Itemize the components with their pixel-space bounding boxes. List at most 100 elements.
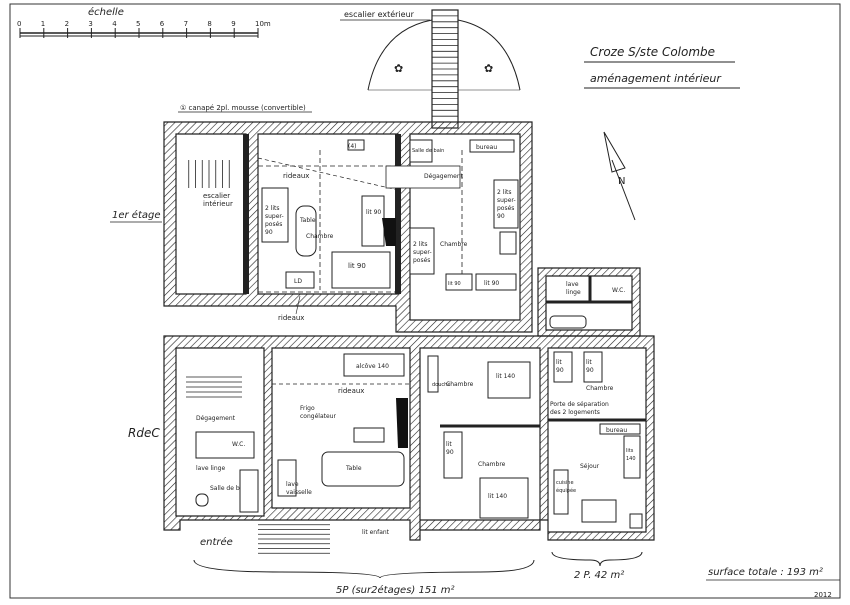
scale-tick-label: 1 [41, 20, 45, 28]
svg-text:lit 90: lit 90 [484, 280, 499, 287]
svg-text:Frigo: Frigo [300, 405, 315, 412]
svg-text:lave linge: lave linge [196, 465, 225, 472]
plant-icon: ✿ [484, 62, 493, 75]
sofa-note: ① canapé 2pl. mousse (convertible) [180, 104, 306, 112]
exterior-stair-label: escalier extérieur [344, 9, 415, 19]
interior-stair [188, 160, 230, 188]
svg-text:2 lits: 2 lits [265, 205, 280, 212]
table-label: Table [345, 465, 362, 472]
svg-text:W.C.: W.C. [232, 441, 245, 448]
svg-text:lit enfant: lit enfant [362, 529, 390, 536]
exterior-stair: escalier extérieur ✿ ✿ [340, 9, 521, 129]
corridor-label: Dégagement [424, 173, 464, 180]
svg-text:vaisselle: vaisselle [286, 489, 312, 496]
svg-text:140: 140 [626, 456, 636, 462]
area-right: 2 P. 42 m² [574, 570, 624, 581]
svg-text:90: 90 [446, 449, 454, 456]
svg-text:lit: lit [446, 441, 452, 448]
svg-text:(4): (4) [348, 143, 357, 150]
scale-tick-label: 3 [88, 20, 92, 28]
svg-text:2 lits: 2 lits [497, 189, 512, 196]
scale-tick-label: 4 [112, 20, 117, 28]
scale-tick-label: 5 [136, 20, 140, 28]
svg-text:super-: super- [413, 249, 432, 256]
svg-text:90: 90 [586, 367, 594, 374]
scale-label: échelle [88, 6, 124, 18]
svg-text:posés: posés [265, 221, 282, 228]
scale-tick-label: 10m [255, 20, 271, 28]
curtains-label: rideaux [338, 387, 364, 395]
scale-tick-label: 8 [207, 20, 211, 28]
svg-text:cuisine: cuisine [556, 480, 574, 486]
svg-text:Salle de bain: Salle de bain [210, 485, 249, 492]
svg-text:lit: lit [556, 359, 562, 366]
room-label: Chambre [306, 233, 334, 240]
entrance-label: entrée [200, 536, 233, 548]
svg-text:posés: posés [413, 257, 430, 264]
scale-tick-label: 0 [17, 20, 21, 28]
svg-text:bureau: bureau [606, 427, 627, 434]
svg-text:congélateur: congélateur [300, 413, 336, 420]
annex-block: lave linge W.C. [537, 267, 641, 337]
interior-stair-label: intérieur [203, 200, 233, 208]
svg-text:lit: lit [586, 359, 592, 366]
north-arrow: N [603, 131, 636, 221]
svg-text:linge: linge [566, 289, 581, 296]
room-label: Chambre [440, 241, 468, 248]
svg-text:super-: super- [497, 197, 516, 204]
table-label: Table [299, 217, 316, 224]
svg-text:W.C.: W.C. [612, 287, 625, 294]
svg-text:90: 90 [556, 367, 564, 374]
interior-stair-label: escalier [203, 192, 230, 200]
svg-text:lits: lits [626, 448, 634, 454]
svg-text:douche: douche [432, 382, 450, 388]
curtains-label: rideaux [283, 172, 309, 180]
page-subtitle: aménagement intérieur [590, 72, 722, 85]
room-label: Séjour [580, 463, 600, 470]
scale-tick-label: 6 [160, 20, 165, 28]
plant-icon: ✿ [394, 62, 403, 75]
floor-label-upper: 1er étage [112, 209, 161, 221]
north-label: N [618, 176, 625, 187]
svg-text:lit 140: lit 140 [496, 373, 515, 380]
svg-text:90: 90 [265, 229, 273, 236]
ground-floor-plan: Dégagement W.C. lave linge Salle de bain… [163, 335, 655, 554]
svg-text:super-: super- [265, 213, 284, 220]
svg-text:alcôve 140: alcôve 140 [356, 363, 389, 370]
year-label: 2012 [814, 591, 832, 599]
svg-text:bureau: bureau [476, 144, 497, 151]
scale-tick-label: 7 [184, 20, 188, 28]
area-summary: 5P (sur2étages) 151 m² 2 P. 42 m² surfac… [193, 551, 840, 599]
page-title: Croze S/ste Colombe [590, 45, 715, 59]
page-frame [9, 3, 841, 599]
upper-floor-plan: escalier intérieur rideaux rideaux 2 lit… [163, 121, 533, 333]
svg-text:lit 90: lit 90 [448, 281, 461, 287]
svg-text:lave: lave [286, 481, 299, 488]
room-label: Chambre [446, 381, 474, 388]
svg-text:lit 140: lit 140 [488, 493, 507, 500]
svg-text:lit 90: lit 90 [366, 209, 381, 216]
svg-text:lave: lave [566, 281, 579, 288]
svg-text:90: 90 [497, 213, 505, 220]
curtains-label-bottom: rideaux [278, 314, 304, 322]
svg-text:posés: posés [497, 205, 514, 212]
corridor-label: Dégagement [196, 415, 236, 422]
area-total: surface totale : 193 m² [708, 567, 823, 578]
svg-text:2 lits: 2 lits [413, 241, 428, 248]
svg-text:équipée: équipée [556, 487, 576, 494]
svg-text:des 2 logements: des 2 logements [550, 409, 600, 416]
room-label: Chambre [478, 461, 506, 468]
svg-text:Porte de séparation: Porte de séparation [550, 401, 609, 408]
svg-text:Salle de bain: Salle de bain [412, 148, 444, 154]
scale-bar: échelle 0 1 2 3 4 5 6 7 8 9 10m [17, 6, 271, 38]
floor-label-ground: RdeC [128, 426, 160, 440]
svg-text:LD: LD [294, 278, 302, 285]
scale-tick-label: 2 [65, 20, 69, 28]
room-label: Chambre [586, 385, 614, 392]
title-block: Croze S/ste Colombe aménagement intérieu… [584, 45, 740, 89]
svg-text:lit 90: lit 90 [348, 262, 366, 270]
area-left: 5P (sur2étages) 151 m² [336, 584, 455, 596]
scale-tick-label: 9 [231, 20, 235, 28]
ground-stair [186, 376, 242, 398]
